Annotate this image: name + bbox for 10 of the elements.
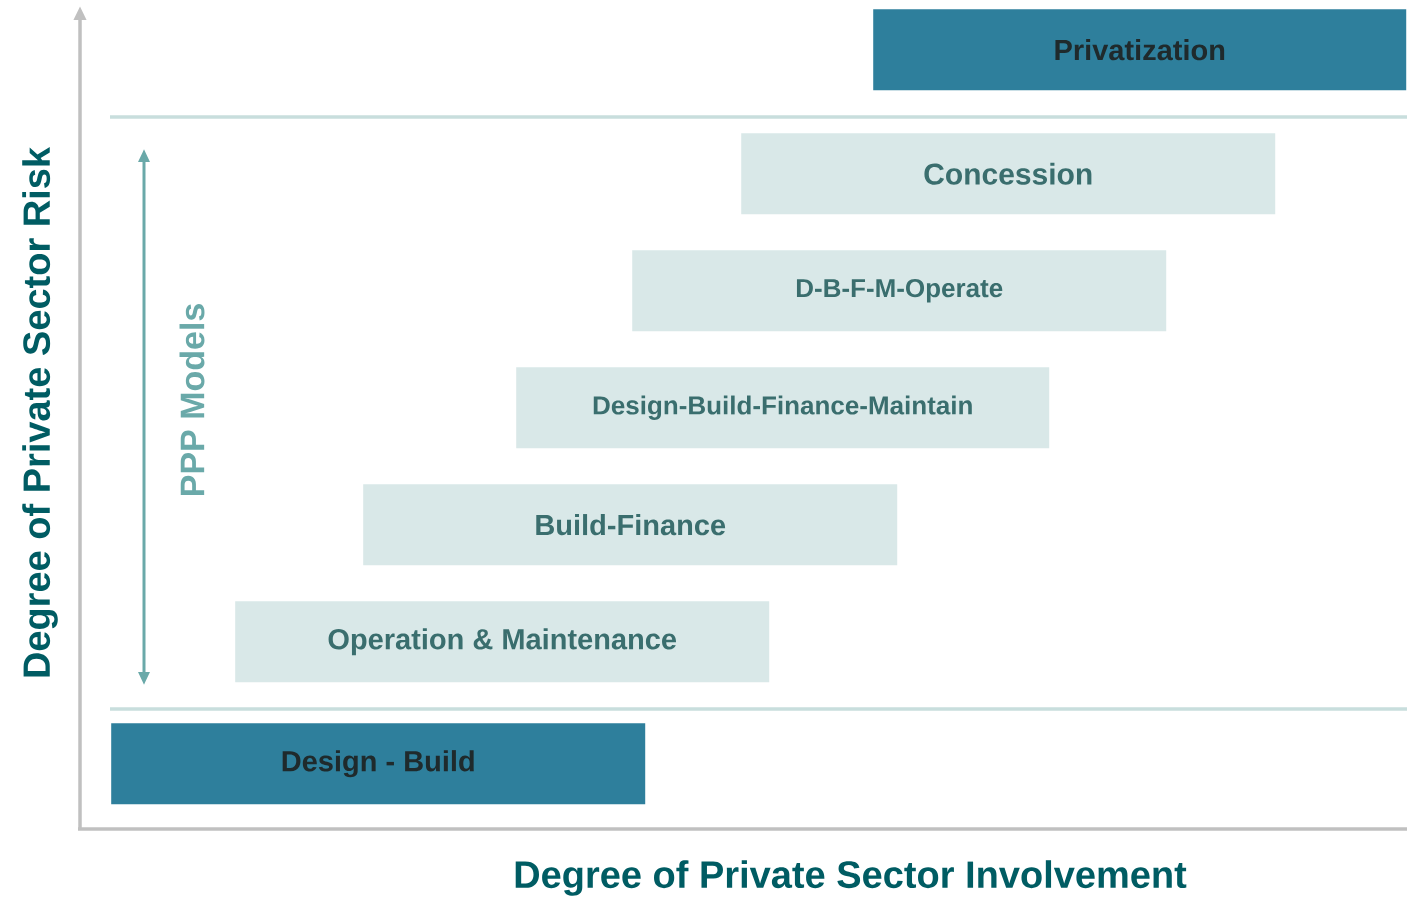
model-bar: D-B-F-M-Operate — [632, 250, 1167, 332]
axis-title: Degree of Private Sector Involvement — [515, 860, 1187, 896]
model-bar: Operation & Maintenance — [235, 601, 770, 683]
bracket-label: PPP Models — [179, 304, 205, 496]
model-bar: Design-Build-Finance-Maintain — [516, 367, 1050, 449]
model-bar: Privatization — [873, 9, 1407, 91]
axis-title: Degree of Private Sector Risk — [22, 146, 58, 677]
model-bar: Concession — [741, 133, 1276, 215]
model-bar: Build-Finance — [363, 484, 898, 566]
model-bar: Design - Build — [111, 723, 646, 805]
